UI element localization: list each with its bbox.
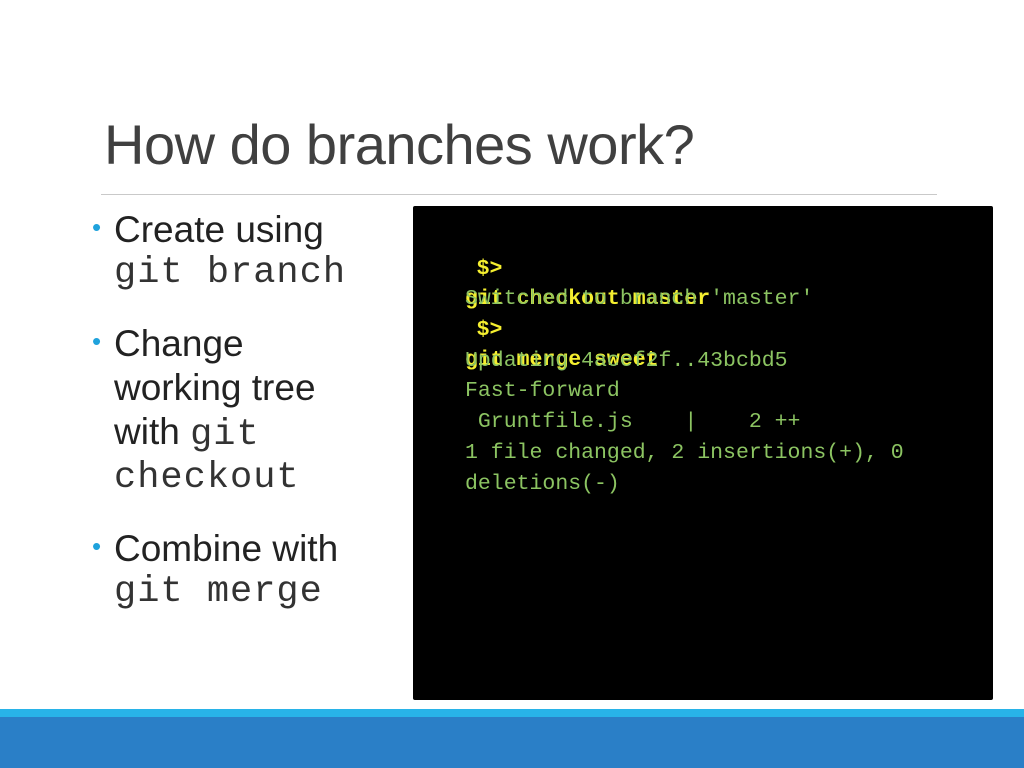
bullet-text-segment: with [114,411,180,452]
terminal-output-line: Gruntfile.js | 2 ++ [425,377,801,467]
bullet-list: • Create using git branch • Change worki… [92,208,412,641]
slide-title: How do branches work? [104,113,695,176]
terminal-output: Gruntfile.js | 2 ++ [465,410,801,434]
terminal-output: Updating 4acef2f..43bcbd5 [465,349,788,373]
terminal-output: deletions(-) [465,472,620,496]
bullet-text: Create using [114,209,324,250]
bullet-text-line: with git [114,410,412,457]
terminal-output: Switched to branch 'master' [465,287,814,311]
terminal-output-line: deletions(-) [425,439,620,529]
terminal-window: $> git checkout master Switched to branc… [413,206,993,700]
bullet-text-line: Change [114,323,244,364]
terminal-output: 1 file changed, 2 insertions(+), 0 [465,441,904,465]
bullet-text-line: working tree [114,367,316,408]
terminal-output-line: Switched to branch 'master' [425,254,813,344]
bullet-code: git merge [114,571,323,613]
terminal-prompt: $> [476,257,503,281]
bullet-item: • Combine with git merge [92,527,412,613]
footer-accent-band [0,709,1024,717]
bullet-code: checkout [114,457,300,499]
bullet-text: Combine with [114,528,339,569]
title-divider [101,194,937,195]
bullet-code: git branch [114,252,347,294]
terminal-command: git checkout master [465,287,711,311]
bullet-dot-icon: • [92,212,102,242]
terminal-output-line: Updating 4acef2f..43bcbd5 [425,316,788,406]
terminal-prompt: $> [476,318,503,342]
bullet-dot-icon: • [92,326,102,356]
terminal-output-line: Fast-forward [425,346,620,436]
terminal-output-line: 1 file changed, 2 insertions(+), 0 [425,408,904,498]
footer-band [0,717,1024,768]
bullet-dot-icon: • [92,531,102,561]
bullet-item: • Create using git branch [92,208,412,294]
terminal-command: git merge sweet [465,348,659,372]
terminal-command-line: $> git merge sweet [425,285,659,405]
bullet-code: git [190,414,260,456]
terminal-command-line: $> git checkout master [425,224,710,344]
bullet-item: • Change working tree with git checkout [92,322,412,499]
terminal-output: Fast-forward [465,379,620,403]
